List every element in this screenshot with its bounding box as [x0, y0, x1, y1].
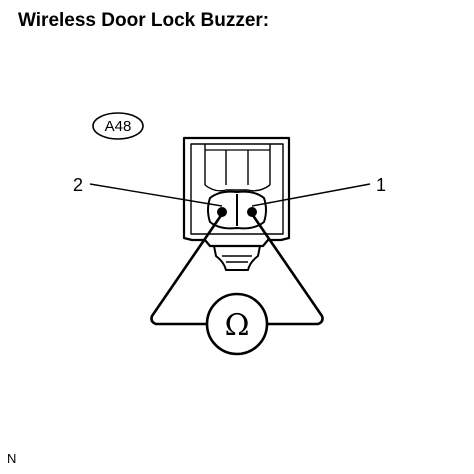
connector-body — [182, 136, 291, 271]
pin-leaders — [89, 183, 371, 207]
ohmmeter-icon: Ω — [205, 292, 269, 356]
connector-id-label: A48 — [105, 118, 132, 135]
meter-wiring — [150, 213, 324, 326]
pin-2-label: 2 — [73, 175, 83, 195]
probe-contacts — [217, 207, 257, 217]
pin-1-label: 1 — [376, 175, 386, 195]
connector-id-badge: A48 — [92, 112, 144, 140]
corner-code: N — [7, 451, 17, 466]
diagram-title: Wireless Door Lock Buzzer: — [18, 10, 270, 31]
ohm-symbol: Ω — [225, 308, 250, 343]
